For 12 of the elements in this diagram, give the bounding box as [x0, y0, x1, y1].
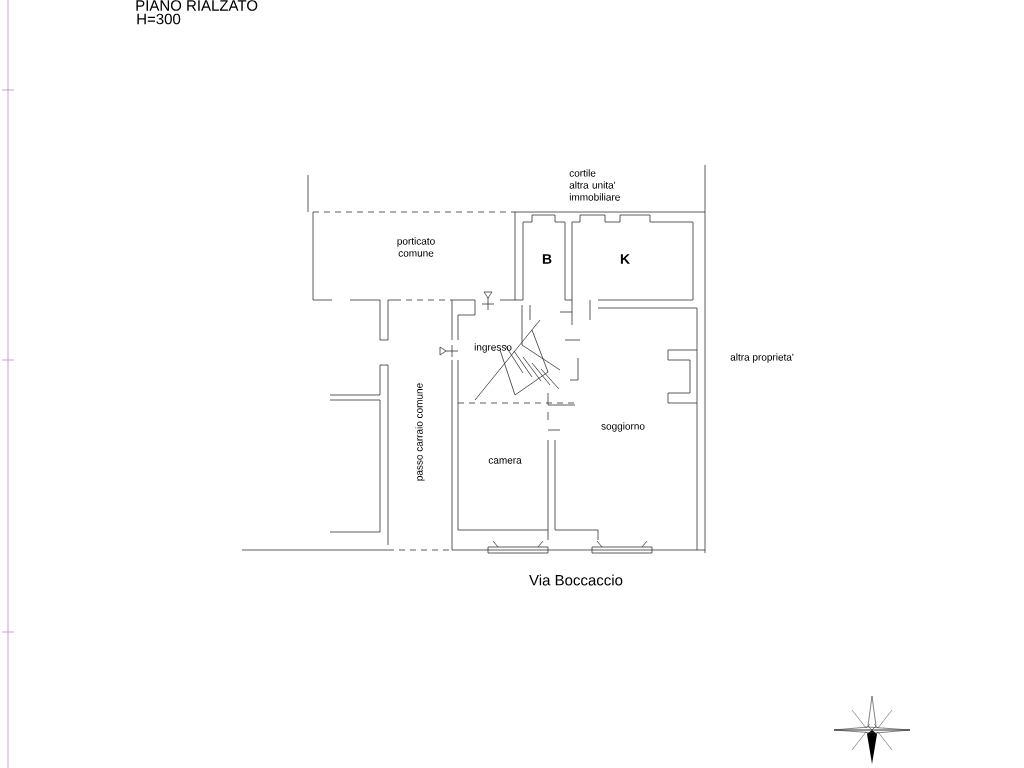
height-label: H=300	[137, 13, 181, 25]
room-label: B	[542, 254, 552, 264]
room-label: soggiorno	[601, 422, 645, 432]
room-label: ingresso	[474, 343, 512, 353]
room-label: porticato comune	[397, 237, 435, 257]
room-label: camera	[488, 458, 522, 464]
plan-title: PIANO RIALZATO	[136, 0, 258, 11]
room-label: K	[620, 254, 630, 264]
area-label: cortile altra unita' immobiliare	[569, 169, 620, 201]
area-label: altra proprieta'	[730, 353, 794, 363]
street-label: Via Boccaccio	[529, 574, 623, 586]
area-label: passo carraio comune	[415, 383, 425, 481]
